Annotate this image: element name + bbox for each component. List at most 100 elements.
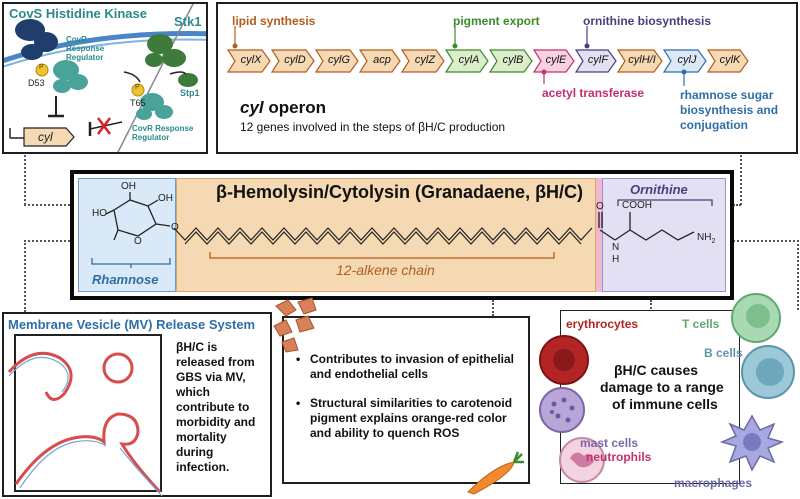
gene-arrow (358, 49, 401, 73)
immune-center-3: of immune cells (612, 396, 718, 412)
rhamnose-region (78, 178, 176, 292)
gene-arrow (226, 49, 271, 73)
gene-name: cylJ (677, 54, 697, 66)
kinase-diagram (4, 4, 206, 152)
gene-name: cylF (587, 54, 609, 66)
vesicle-line-2: released from (176, 355, 255, 369)
pigment-label: pigment export (453, 14, 540, 28)
atom-o-carbonyl: O (596, 201, 604, 212)
gene-name: cylG (328, 54, 350, 66)
bullet-1-line-1: Contributes to invasion of epithelial (310, 352, 515, 366)
kinase-title: CovS Histidine Kinase (9, 6, 147, 21)
immune-cells (539, 293, 795, 483)
gene-name: acp (373, 54, 391, 66)
connector-right-top (740, 155, 742, 205)
kinase-panel: CovS Histidine Kinase Stk1 P P CovR Resp… (2, 2, 208, 154)
operon-subtitle: 12 genes involved in the steps of βH/C p… (240, 120, 506, 134)
gene-name: cylB (502, 54, 524, 66)
d53-label: D53 (28, 78, 45, 88)
gene-name: cylH/I (628, 54, 656, 66)
connector-bottom-left-v (24, 240, 26, 312)
connector-bottom-right-v (797, 240, 799, 310)
vesicle-line-1: βH/C is (176, 340, 218, 354)
p-badge-2: P (135, 84, 140, 91)
ornithine-name: Ornithine (630, 182, 688, 197)
gene-name: cylZ (414, 54, 436, 66)
atom-nh2-main: NH (697, 232, 712, 243)
rhamnose-label-1: rhamnose sugar (680, 88, 774, 102)
atom-o-link: O (171, 222, 179, 233)
vesicle-line-3: GBS via MV, (176, 370, 246, 384)
linker-region (596, 178, 602, 292)
rhamnose-name: Rhamnose (92, 272, 159, 287)
gene-arrow (616, 49, 663, 73)
operon-title: cyl operon (240, 98, 326, 118)
molecule-structure (91, 192, 713, 268)
rhamnose-label-2: biosynthesis and (680, 103, 779, 117)
gene-arrow (532, 49, 575, 73)
connector-bottom-left (24, 240, 70, 242)
gene-name: cylK (719, 54, 741, 66)
gene-name: cylX (240, 54, 262, 66)
vesicle-title: Membrane Vesicle (MV) Release System (8, 317, 256, 332)
t65-label: T65 (130, 98, 146, 108)
ornithine-label: ornithine biosynthesis (583, 14, 712, 28)
gene-name: cylA (458, 54, 480, 66)
atom-oh-top: OH (121, 181, 136, 192)
acetyl-label: acetyl transferase (542, 86, 645, 100)
gene-arrow (444, 49, 489, 73)
regulator-label-1: CovR Response Regulator (66, 35, 105, 62)
vesicle-line-4: which (176, 385, 211, 399)
gene-name: cylD (284, 54, 306, 66)
mast-label: mast cells (580, 436, 639, 450)
stk1-label: Stk1 (174, 14, 202, 29)
gene-arrow (488, 49, 533, 73)
vesicle-illustration (7, 351, 163, 497)
carrot-icon (467, 451, 524, 495)
gene-arrow (314, 49, 359, 73)
connector-right-top-h (733, 204, 741, 206)
tcells-label: T cells (682, 317, 720, 331)
connector-left-h (24, 204, 70, 206)
connector-middle (492, 300, 494, 316)
chain-name: 12-alkene chain (336, 262, 435, 278)
bullet-2-dot: • (296, 396, 301, 410)
p-badge-1: P (39, 64, 44, 71)
bullet-2-line-1: Structural similarities to carotenoid (310, 396, 513, 410)
atom-nh2: NH2 (697, 232, 715, 245)
gene-arrow (270, 49, 315, 73)
vesicle-line-7: mortality (176, 430, 227, 444)
vesicle-line-5: contribute to (176, 400, 250, 414)
atom-cooh: COOH (622, 200, 652, 211)
atom-nh2-sub: 2 (711, 238, 716, 245)
molecule-title: β-Hemolysin/Cytolysin (Granadaene, βH/C) (216, 182, 584, 202)
connector-right-bottom (650, 300, 652, 316)
gene-arrow (662, 49, 707, 73)
vesicle-line-6: morbidity and (176, 415, 256, 429)
operon-diagram (226, 26, 749, 86)
rhamnose-label-3: conjugation (680, 118, 748, 132)
immune-center-2: damage to a range (600, 379, 724, 395)
neutrophils-label: neutrophils (586, 450, 652, 464)
atom-ho-left: HO (92, 208, 107, 219)
gene-arrow (706, 49, 749, 73)
erythrocytes-label: erythrocytes (566, 317, 639, 331)
gene-name: cylE (545, 54, 567, 66)
macrophages-label: macrophages (674, 476, 753, 490)
operon-title-italic: cyl (240, 98, 264, 117)
stp1-label: Stp1 (180, 88, 200, 98)
regulator-label-2: CovR Response Regulator (132, 124, 194, 142)
atom-o-ring: O (134, 236, 142, 247)
atom-oh-mid: OH (158, 193, 173, 204)
atom-h: H (612, 254, 620, 265)
bullet-2-line-2: pigment explains orange-red color (310, 411, 507, 425)
bullet-2-line-3: and ability to quench ROS (310, 426, 460, 440)
epithelial-cells-icon (273, 297, 317, 353)
lipid-label: lipid synthesis (232, 14, 316, 28)
effects-panel (282, 316, 530, 484)
gene-arrow (574, 49, 617, 73)
atom-n: N (612, 242, 620, 253)
connector-bottom-right (733, 240, 799, 242)
bullet-1-line-2: and endothelial cells (310, 367, 429, 381)
operon-panel (216, 2, 798, 154)
